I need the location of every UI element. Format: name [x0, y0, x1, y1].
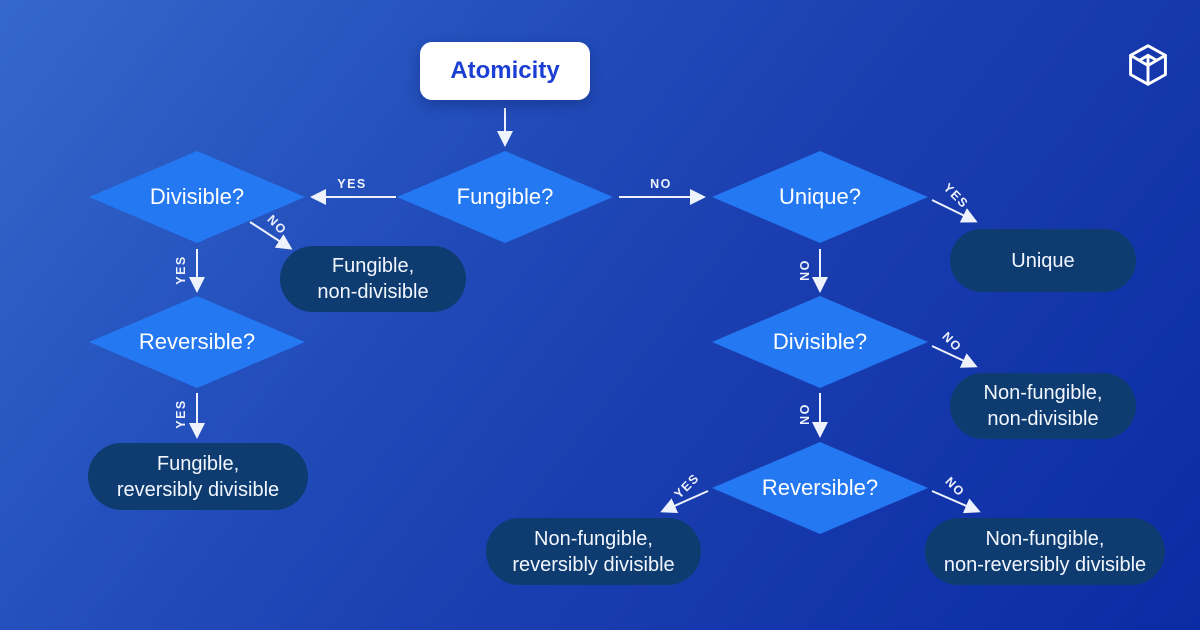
result-line: reversibly divisible: [512, 553, 675, 576]
decision-unique-label: Unique?: [779, 184, 861, 209]
decision-divisible-right: Divisible?: [712, 296, 928, 388]
result-fungible-non-divisible: Fungible, non-divisible: [280, 246, 466, 312]
result-line: Fungible,: [331, 255, 415, 277]
decision-divisible-left-label: Divisible?: [149, 184, 245, 209]
result-line: Non-fungible,: [534, 527, 653, 550]
edge-label-no: NO: [650, 177, 672, 191]
result-line: non-divisible: [987, 408, 1099, 430]
result-line: reversibly divisible: [116, 478, 280, 501]
start-node-atomicity: Atomicity: [420, 42, 590, 100]
result-line: non-reversibly divisible: [943, 553, 1147, 576]
decision-unique: Unique?: [712, 151, 928, 243]
result-line: Non-fungible,: [983, 382, 1103, 404]
edge-label-yes: YES: [671, 470, 703, 502]
result-line: Fungible,: [156, 452, 240, 475]
decision-fungible-label: Fungible?: [456, 184, 554, 209]
decision-divisible-right-label: Divisible?: [772, 329, 868, 354]
result-line: Non-fungible,: [985, 527, 1105, 550]
decision-fungible: Fungible?: [397, 151, 613, 243]
edge-label-no: NO: [939, 329, 965, 355]
result-non-fungible-reversibly-divisible: Non-fungible, reversibly divisible: [486, 518, 701, 585]
result-unique: Unique: [950, 229, 1136, 292]
result-line: non-divisible: [317, 281, 429, 303]
edge-label-no: NO: [942, 474, 968, 500]
decision-reversible-left-label: Reversible?: [138, 329, 256, 354]
result-non-fungible-non-reversibly-divisible: Non-fungible, non-reversibly divisible: [925, 518, 1165, 585]
edge-label-yes: YES: [940, 180, 972, 212]
edge-label-no: NO: [798, 259, 812, 281]
edge-label-yes: YES: [174, 399, 188, 429]
result-line: Unique: [1011, 249, 1075, 272]
edge-label-no: NO: [798, 403, 812, 425]
result-fungible-reversibly-divisible: Fungible, reversibly divisible: [88, 443, 308, 510]
edge-label-yes: YES: [337, 177, 367, 191]
edge-label-no: NO: [264, 212, 290, 238]
start-node-label: Atomicity: [450, 57, 560, 84]
edge-label-yes: YES: [174, 255, 188, 285]
decision-reversible-left: Reversible?: [89, 296, 305, 388]
brand-cube-logo-icon: [1129, 44, 1167, 86]
decision-reversible-bottom-label: Reversible?: [761, 475, 879, 500]
decision-reversible-bottom: Reversible?: [712, 442, 928, 534]
result-non-fungible-non-divisible: Non-fungible, non-divisible: [950, 373, 1136, 439]
